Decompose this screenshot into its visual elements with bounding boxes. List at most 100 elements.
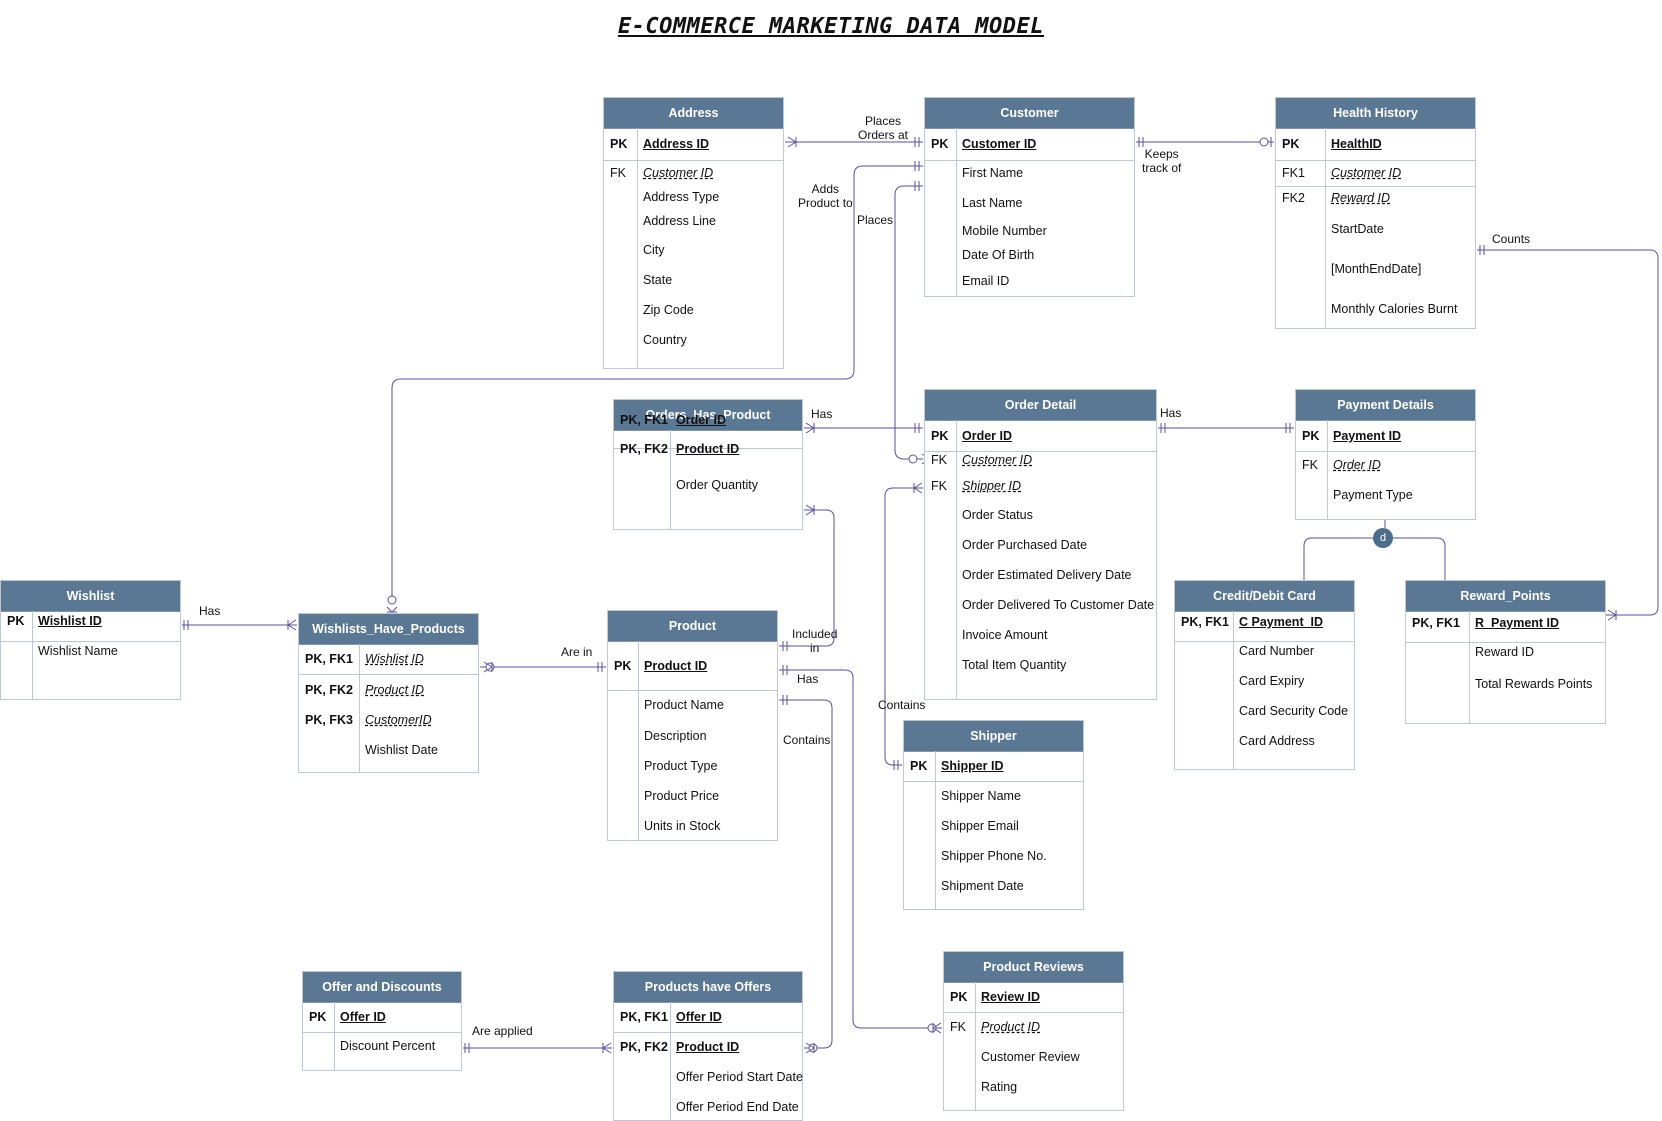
key-column-divider [637, 128, 638, 368]
attribute-row: Country [604, 329, 783, 351]
attribute-name: Product Price [644, 789, 720, 803]
key-column-divider [975, 982, 976, 1110]
attribute-name: Customer Review [981, 1050, 1080, 1064]
row-divider [1276, 160, 1475, 161]
cardinality-one [464, 1043, 470, 1053]
connector-line [779, 669, 942, 1029]
attribute-row: Order Purchased Date [925, 534, 1156, 556]
entity-header: Shipper [904, 721, 1083, 752]
key-column-divider [935, 751, 936, 909]
attribute-name: StartDate [1331, 222, 1384, 236]
rel-label-contains-offers: Contains [783, 733, 831, 747]
attribute-name: Offer ID [340, 1010, 386, 1024]
attribute-row: Product Name [608, 694, 777, 716]
attribute-name: Customer ID [643, 166, 714, 180]
attribute-name: Address ID [643, 137, 709, 151]
key-marker: FK [931, 453, 947, 467]
attribute-name: Customer ID [962, 453, 1033, 467]
attribute-name: [MonthEndDate] [1331, 262, 1422, 276]
attribute-name: C Payment_ID [1239, 615, 1324, 629]
row-divider [303, 1032, 461, 1033]
connector-line [779, 509, 835, 647]
attribute-row: Offer Period End Date [614, 1096, 802, 1118]
attribute-name: Total Rewards Points [1475, 677, 1593, 691]
row-divider [1276, 186, 1475, 187]
attribute-name: Shipper Name [941, 789, 1021, 803]
cardinality-one [914, 161, 920, 171]
key-marker: FK2 [1282, 191, 1305, 205]
attribute-row: Invoice Amount [925, 624, 1156, 646]
attribute-name: Zip Code [643, 303, 694, 317]
attribute-name: Offer Period End Date [676, 1100, 799, 1114]
cardinality-many [805, 504, 815, 516]
attribute-name: City [643, 243, 665, 257]
optional-marker [1259, 137, 1269, 147]
attribute-row: StartDate [1276, 218, 1475, 240]
attribute-name: Product ID [365, 683, 425, 697]
attribute-name: Card Number [1239, 644, 1315, 658]
row-divider [925, 451, 1156, 452]
attribute-row: Total Rewards Points [1406, 673, 1605, 695]
rel-label-are-applied: Are applied [472, 1024, 533, 1038]
cardinality-one [914, 423, 920, 433]
entity-header: Products have Offers [614, 972, 802, 1003]
attribute-row: Wishlist Name [1, 640, 180, 662]
key-marker: FK1 [1282, 166, 1305, 180]
key-marker: PK [1282, 137, 1300, 151]
entity-header: Orders_Has_Product [614, 400, 802, 431]
attribute-name: Shipment Date [941, 879, 1024, 893]
rel-label-counts: Counts [1492, 232, 1531, 246]
key-marker: PK [614, 659, 632, 673]
key-column-divider [32, 611, 33, 699]
entity-header: Customer [925, 98, 1134, 129]
attribute-name: R_Payment ID [1475, 616, 1560, 630]
cardinality-many [913, 482, 923, 494]
attribute-row: Payment Type [1296, 484, 1475, 506]
attribute-name: Discount Percent [340, 1039, 436, 1053]
attribute-name: Wishlist Name [38, 644, 118, 658]
row-divider [1406, 642, 1605, 643]
attribute-name: Mobile Number [962, 224, 1047, 238]
attribute-name: Offer Period Start Date [676, 1070, 803, 1084]
rel-label-are-in: Are in [561, 645, 593, 659]
attribute-row: Order Estimated Delivery Date [925, 564, 1156, 586]
connector-line [391, 165, 923, 600]
optional-marker [387, 595, 397, 605]
rel-label-included-in: Included in [792, 627, 838, 655]
cardinality-many [805, 422, 815, 434]
attribute-row: Zip Code [604, 299, 783, 321]
attribute-name: First Name [962, 166, 1024, 180]
attribute-row: Monthly Calories Burnt [1276, 298, 1475, 320]
attribute-name: Last Name [962, 196, 1023, 210]
attribute-name: Order ID [1333, 458, 1381, 472]
attribute-row: Address Line [604, 210, 783, 232]
attribute-row: Total Item Quantity [925, 654, 1156, 676]
cardinality-many [1607, 609, 1617, 621]
key-marker: FK [931, 479, 947, 493]
